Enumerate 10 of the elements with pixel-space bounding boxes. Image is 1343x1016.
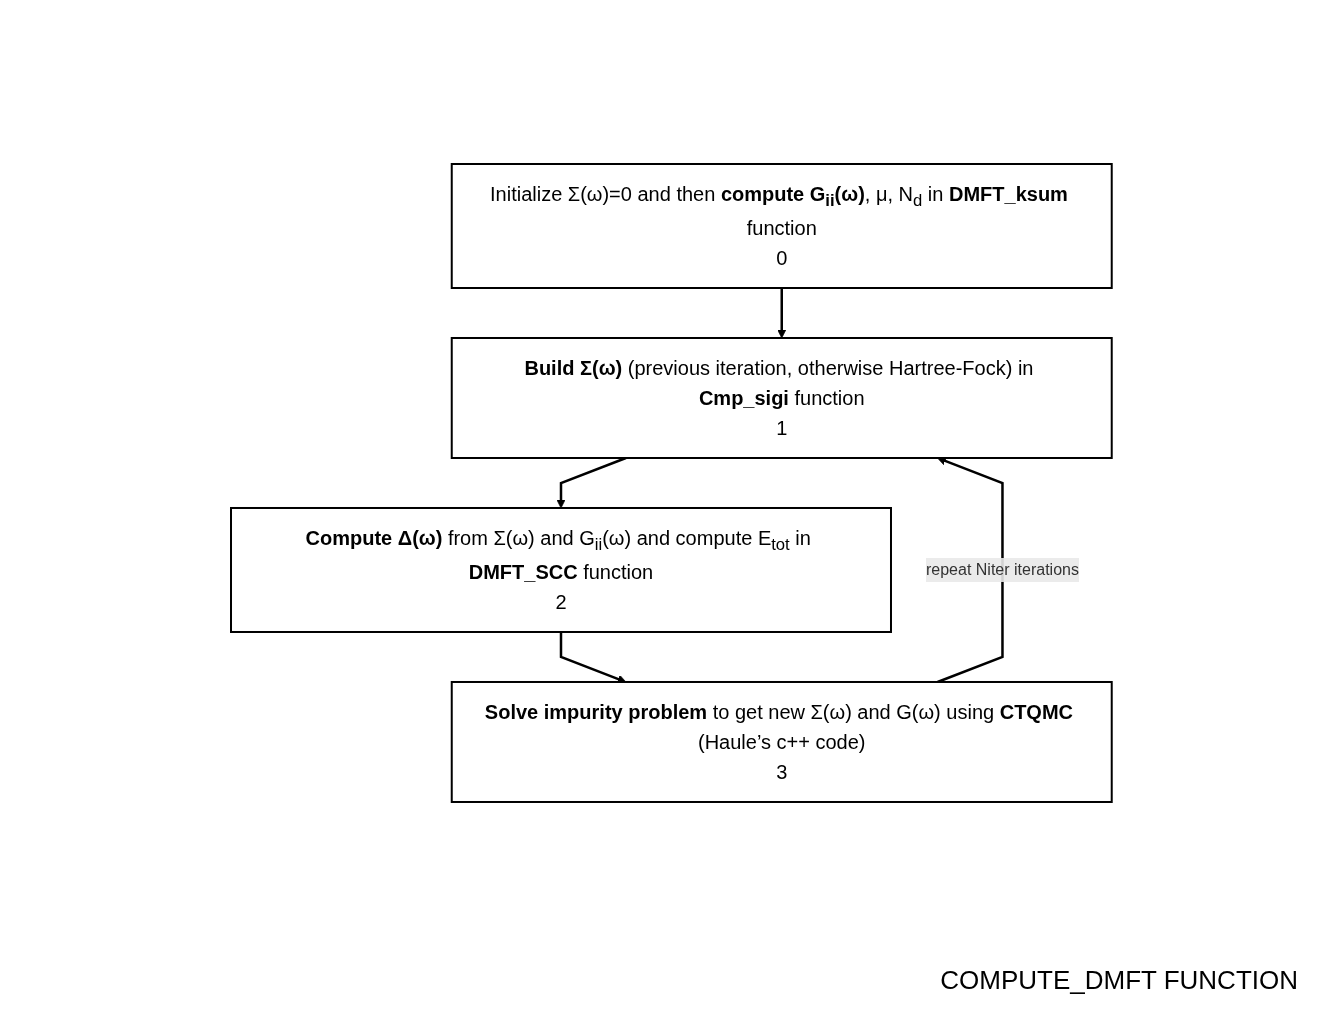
node-box: Solve impurity problem to get new Σ(ω) and G(ω) using CTQMC (Haule’s c++ code) 3 <box>450 680 1113 803</box>
node-box: Initialize Σ(ω)=0 and then compute G$_{ii}$(ω), μ, N$_{d}$ in DMFT_ksum function 0 <box>450 162 1113 289</box>
arrow <box>559 631 627 683</box>
caption: COMPUTE_DMFT FUNCTION <box>940 965 1298 996</box>
edge-label: repeat Niter iterations <box>926 560 1080 578</box>
node-box: Build Σ(ω) (previous iteration, otherwise Hartree-Fock) in Cmp_sigi function 1 <box>450 336 1113 459</box>
node-box: Compute Δ(ω) from Σ(ω) and G$_{ii}$(ω) and compute E$_{tot}$ in DMFT_SCC function 2 <box>230 506 893 633</box>
arrow <box>937 456 1004 683</box>
arrow <box>556 456 627 508</box>
arrow <box>777 287 787 338</box>
